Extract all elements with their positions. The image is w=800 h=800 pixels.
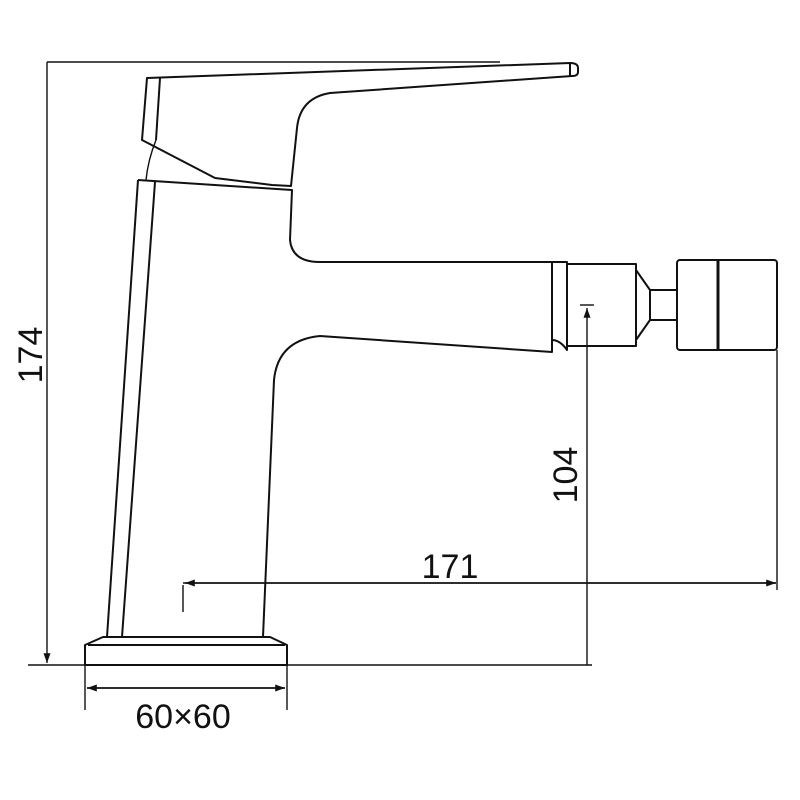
dimension-base-size: 60×60 [135, 698, 231, 736]
spray-nozzle [566, 259, 778, 351]
dimension-projection: 171 [422, 548, 479, 586]
base-plate [84, 636, 288, 666]
dimension-lines [28, 61, 778, 710]
dimension-total-height: 174 [12, 327, 50, 384]
faucet-body [106, 179, 568, 638]
lever-handle [141, 62, 579, 187]
dimension-outlet-height: 104 [547, 447, 585, 504]
